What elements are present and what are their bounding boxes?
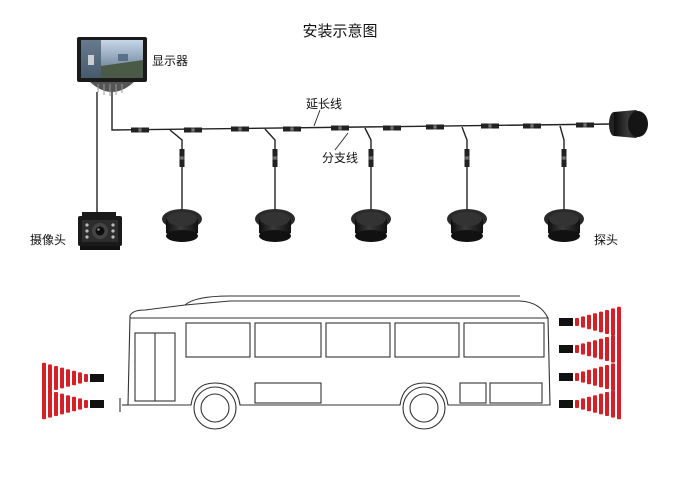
branch-connectors (179, 148, 567, 168)
branch-cable-label: 分支线 (322, 151, 359, 165)
signal-wave (559, 306, 621, 338)
parking-sensor-icon (162, 209, 584, 242)
probe-label: 探头 (594, 233, 619, 247)
signal-wave (559, 361, 621, 393)
camera-label: 摄像头 (30, 233, 67, 247)
bus-outline-icon (119, 295, 551, 430)
extension-cable-label: 延长线 (306, 97, 343, 111)
page-title: 安装示意图 (302, 22, 378, 40)
signal-wave (559, 388, 621, 420)
camera-icon (78, 212, 122, 250)
extension-cable (111, 92, 613, 131)
radar-wave-icon (42, 362, 104, 420)
signal-wave (559, 333, 621, 365)
parking-sensor-icon (609, 110, 648, 138)
signal-wave (42, 388, 104, 420)
radar-wave-icon (559, 306, 621, 420)
monitor-icon (77, 37, 147, 96)
signal-wave (42, 362, 104, 394)
branch-cables (169, 125, 565, 212)
monitor-label: 显示器 (152, 54, 189, 68)
